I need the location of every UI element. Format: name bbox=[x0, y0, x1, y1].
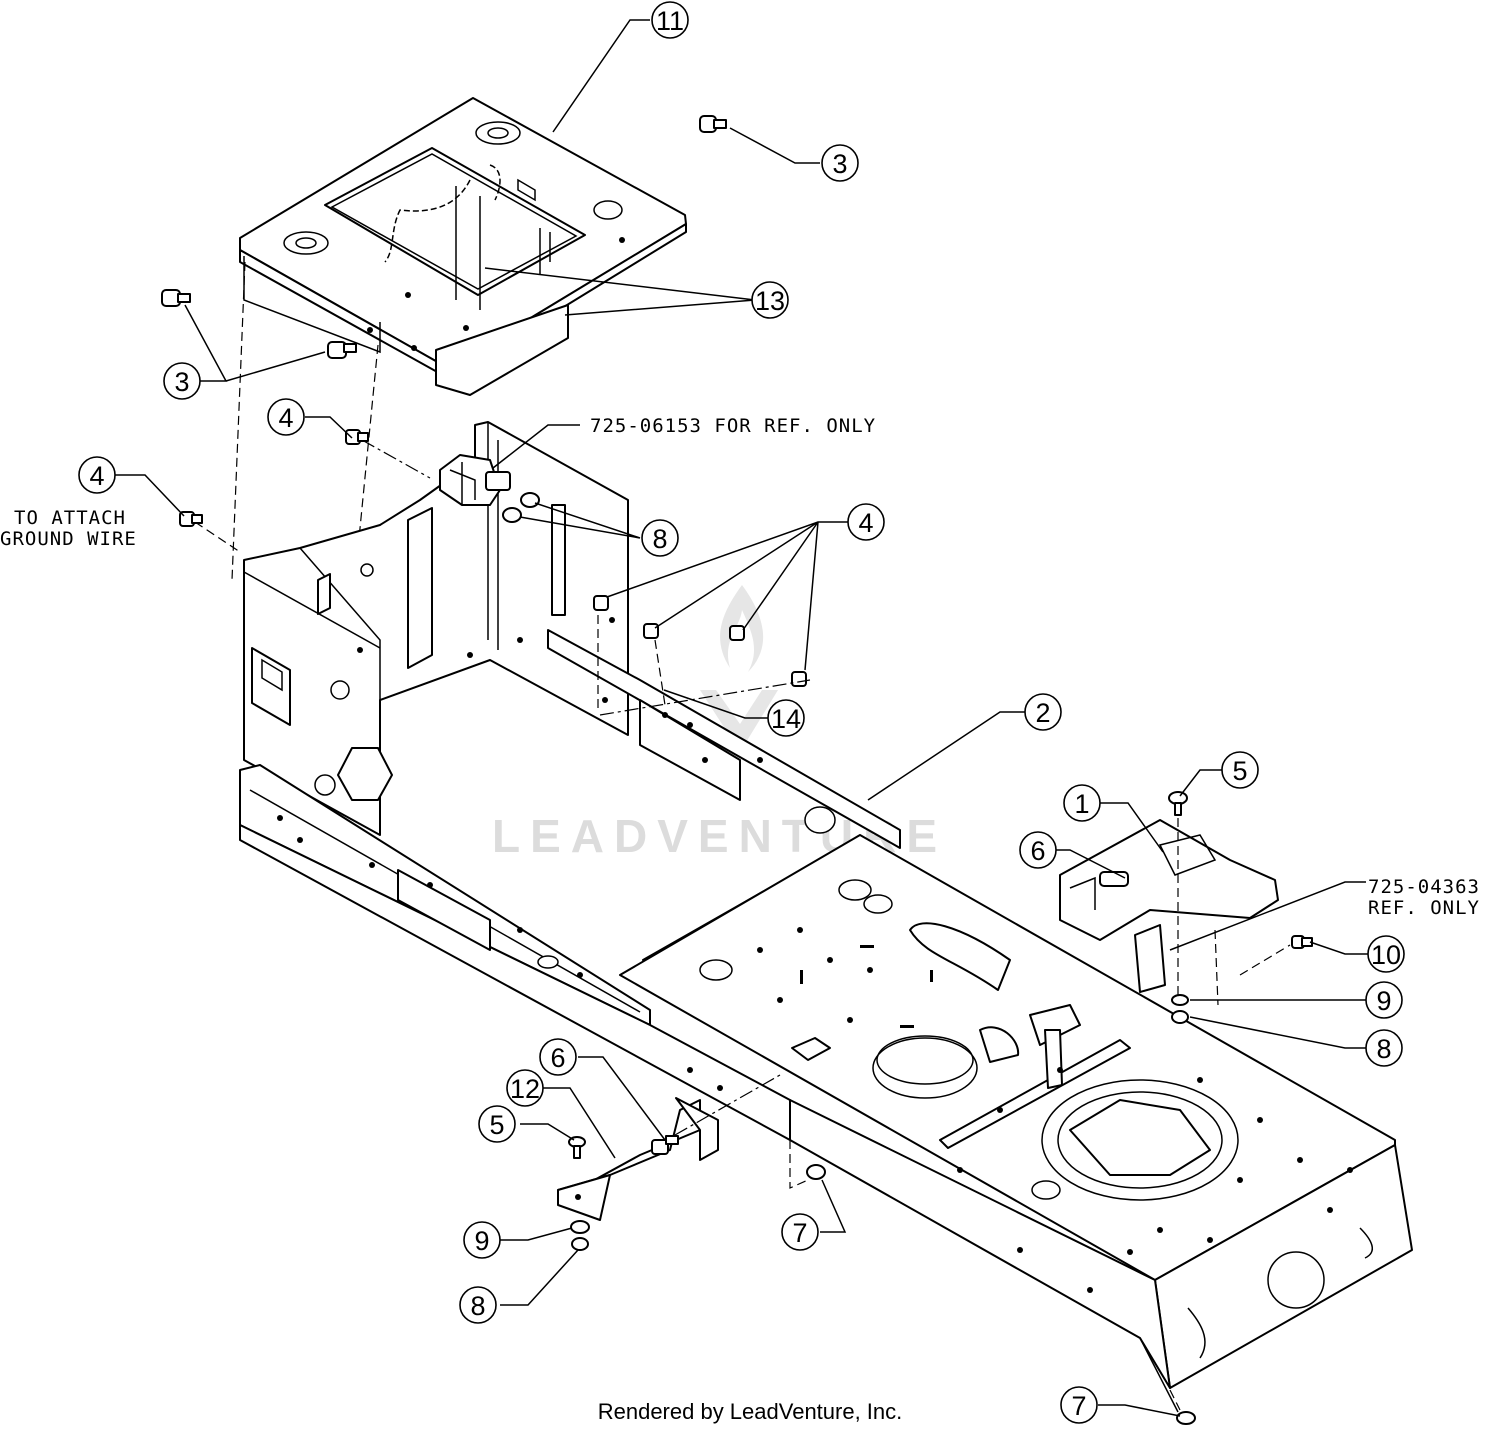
callout-10: 10 bbox=[1367, 935, 1405, 973]
callout-12-label: 12 bbox=[510, 1074, 540, 1104]
callout-5-label: 5 bbox=[489, 1110, 504, 1140]
callout-8-label: 8 bbox=[470, 1291, 485, 1321]
callout-4-label: 4 bbox=[858, 508, 873, 538]
callout-6: 6 bbox=[539, 1038, 577, 1076]
bolt-4-icon bbox=[791, 671, 807, 687]
callout-7-label: 7 bbox=[792, 1218, 807, 1248]
pin-5-icon bbox=[1168, 791, 1188, 816]
callout-4-label: 4 bbox=[89, 461, 104, 491]
callout-7: 7 bbox=[781, 1213, 819, 1251]
callout-7: 7 bbox=[1060, 1386, 1098, 1424]
callout-1: 1 bbox=[1063, 784, 1101, 822]
ground-note-line2: GROUND WIRE bbox=[0, 528, 137, 550]
nut-8-icon bbox=[1171, 1010, 1189, 1024]
bolt-10-icon bbox=[1291, 935, 1313, 949]
callout-4: 4 bbox=[267, 398, 305, 436]
bolt-3-icon bbox=[327, 341, 357, 359]
washer-9-icon bbox=[1171, 994, 1189, 1006]
callout-8-label: 8 bbox=[652, 524, 667, 554]
nut-7-icon bbox=[806, 1164, 826, 1180]
main-frame-part bbox=[239, 629, 1413, 1389]
callout-6-label: 6 bbox=[550, 1043, 565, 1073]
bolt-3-icon bbox=[699, 115, 727, 133]
callout-6-label: 6 bbox=[1030, 836, 1045, 866]
leader-lines bbox=[115, 19, 1368, 1417]
callout-6: 6 bbox=[1019, 831, 1057, 869]
callout-4-label: 4 bbox=[278, 403, 293, 433]
callout-4: 4 bbox=[847, 503, 885, 541]
callout-5: 5 bbox=[478, 1105, 516, 1143]
footer-credit: Rendered by LeadVenture, Inc. bbox=[598, 1399, 903, 1424]
callout-3-label: 3 bbox=[832, 149, 847, 179]
ground-note-line1: TO ATTACH bbox=[14, 507, 126, 529]
callout-5: 5 bbox=[1221, 751, 1259, 789]
callout-14: 14 bbox=[767, 699, 805, 737]
bolt-4-icon bbox=[729, 625, 745, 641]
nut-8-icon bbox=[571, 1237, 589, 1251]
callout-14-label: 14 bbox=[771, 704, 801, 734]
callout-9-label: 9 bbox=[474, 1226, 489, 1256]
callout-13-label: 13 bbox=[755, 286, 785, 316]
callout-3: 3 bbox=[821, 144, 859, 182]
callout-8: 8 bbox=[1365, 1029, 1403, 1067]
callout-11-label: 11 bbox=[656, 6, 684, 36]
bolt-4-icon bbox=[345, 429, 369, 445]
pin-5-icon bbox=[568, 1136, 586, 1159]
seat-pan-part bbox=[239, 97, 687, 396]
bolt-4-icon bbox=[643, 623, 659, 639]
dash-panel-part bbox=[243, 421, 629, 836]
callout-9-label: 9 bbox=[1376, 986, 1391, 1016]
callout-8: 8 bbox=[641, 519, 679, 557]
callout-11: 11 bbox=[651, 1, 689, 39]
ref-note-switch: 725-06153 FOR REF. ONLY bbox=[590, 415, 876, 437]
callout-8: 8 bbox=[459, 1286, 497, 1324]
ref-note-ref-only: REF. ONLY bbox=[1368, 897, 1480, 919]
lower-bracket-part bbox=[557, 1097, 719, 1221]
callout-1-label: 1 bbox=[1074, 789, 1089, 819]
nut-7-icon bbox=[1176, 1411, 1196, 1425]
nut-8-icon bbox=[502, 492, 540, 523]
callout-2: 2 bbox=[1024, 693, 1062, 731]
callout-4: 4 bbox=[78, 456, 116, 494]
callout-12: 12 bbox=[506, 1069, 544, 1107]
callout-13: 13 bbox=[751, 281, 789, 319]
callout-8-label: 8 bbox=[1376, 1034, 1391, 1064]
callout-3: 3 bbox=[163, 362, 201, 400]
callout-3-label: 3 bbox=[174, 367, 189, 397]
ref-note-part-number: 725-04363 bbox=[1368, 876, 1480, 898]
washer-9-icon bbox=[570, 1220, 590, 1234]
ignition-switch-part bbox=[439, 454, 511, 506]
callout-10-label: 10 bbox=[1371, 940, 1401, 970]
callout-7-label: 7 bbox=[1071, 1391, 1086, 1421]
bolt-4-icon bbox=[593, 595, 609, 611]
callout-2-label: 2 bbox=[1035, 698, 1050, 728]
callout-9: 9 bbox=[1365, 981, 1403, 1019]
callout-9: 9 bbox=[463, 1221, 501, 1259]
callout-5-label: 5 bbox=[1232, 756, 1247, 786]
seat-bracket-part bbox=[1059, 819, 1279, 993]
bolt-4-icon bbox=[179, 511, 203, 527]
bolt-3-icon bbox=[161, 289, 191, 307]
bolt-6-icon bbox=[651, 1135, 679, 1155]
